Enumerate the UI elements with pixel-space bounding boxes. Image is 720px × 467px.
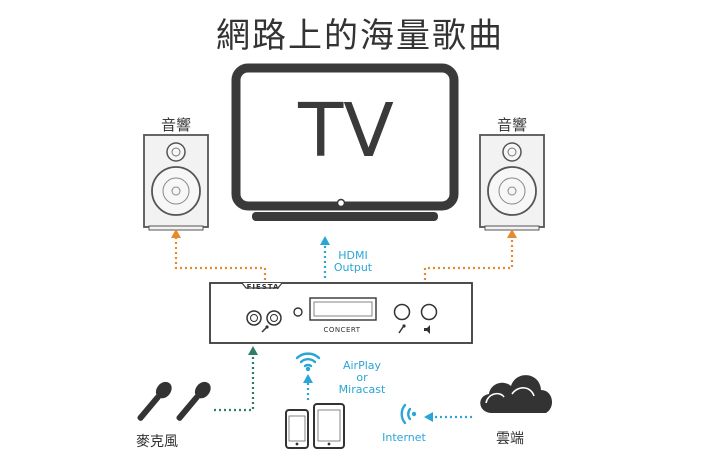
right-speaker-label: 音響: [496, 116, 527, 134]
wifi-dot: [305, 366, 311, 372]
hdmi-label: HDMI Output: [330, 250, 376, 274]
hdmi-label-line2: Output: [333, 261, 373, 274]
device-brand: FIESTA: [246, 283, 280, 291]
microphone-arrowhead: [248, 346, 258, 355]
cloud-icon: [480, 375, 553, 413]
cloud-label: 雲端: [496, 431, 524, 447]
airplay-arrowhead: [303, 374, 313, 383]
right-speaker-icon: [479, 134, 545, 231]
airplay-label-line3: Miracast: [338, 383, 386, 396]
speaker-connection-arrows: [174, 238, 514, 280]
device-model: CONCERT: [323, 326, 361, 334]
smartphone-icon: [285, 409, 309, 449]
tv-label: TV: [298, 88, 394, 174]
hdmi-label-line1: HDMI: [338, 249, 368, 262]
microphones-label: 麥克風: [136, 434, 178, 450]
cloud-connection-arrowhead: [424, 412, 433, 422]
airplay-label-line2: or: [356, 371, 368, 384]
internet-signal-dot: [411, 411, 417, 417]
internet-label: Internet: [382, 431, 426, 444]
karaoke-device: [209, 282, 473, 344]
tablet-icon: [313, 403, 345, 449]
hdmi-arrowhead: [320, 236, 330, 245]
microphones-icon: [137, 381, 211, 421]
right-speaker-arrowhead: [507, 229, 517, 238]
left-speaker-icon: [143, 134, 209, 231]
wifi-icon: [295, 352, 321, 368]
page-title: 網路上的海量歌曲: [216, 16, 504, 56]
left-speaker-label: 音響: [160, 116, 191, 134]
airplay-label-line1: AirPlay: [342, 359, 382, 372]
airplay-label: AirPlay or Miracast: [334, 360, 390, 396]
tv-icon: [231, 63, 459, 221]
microphone-connection-arrow: [214, 356, 255, 412]
left-speaker-arrowhead: [171, 229, 181, 238]
internet-signal-icon: [400, 403, 412, 425]
